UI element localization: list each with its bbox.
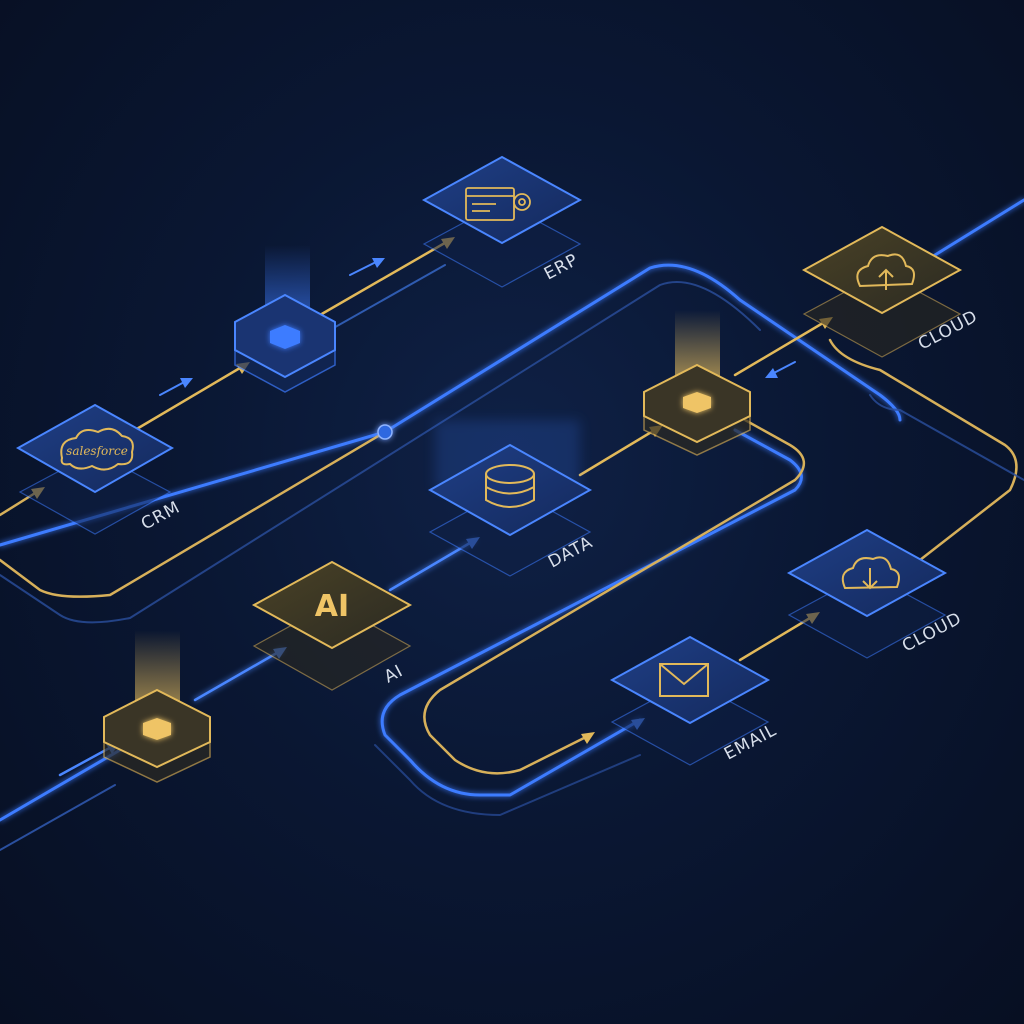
node-data-tile [427, 443, 593, 537]
browser-gear-icon [465, 187, 531, 221]
cloud-download-head [862, 580, 878, 590]
hub-bottom [103, 630, 211, 783]
cloud-upload-icon [856, 253, 915, 290]
node-erp: ERP [421, 155, 583, 288]
node-crm: salesforce CRM [15, 403, 184, 535]
hub-top-core [270, 325, 300, 349]
cloud-download-icon [841, 556, 900, 590]
node-ai-tile [251, 560, 413, 650]
right-dim-loop [869, 394, 1024, 481]
node-cloud2-tile [786, 528, 948, 618]
exit-blue-line [933, 198, 1024, 257]
node-cloud1: CLOUD [801, 225, 981, 358]
cloud-upload-head [878, 268, 894, 278]
right-gold-loop [828, 338, 1018, 562]
node-email: EMAIL [609, 635, 780, 766]
node-cloud1-tile [801, 225, 963, 315]
arrow-head-gold-loop [581, 732, 595, 744]
bottom-gold-loop [423, 418, 805, 775]
cloud-upload-outline [856, 253, 915, 288]
envelope-body [659, 663, 709, 697]
arrow-head-small-top [372, 258, 385, 268]
hub-top [234, 245, 336, 393]
arrow-head-back-cloud [765, 368, 778, 378]
node-ai-label: AI [381, 661, 407, 687]
hub-bottom-core [143, 718, 171, 740]
bottom-dim-loop [374, 744, 641, 816]
database-body [485, 474, 535, 508]
arrow-dim-hub-erp [329, 264, 446, 331]
arrow-head-small-crm [180, 378, 193, 388]
junction-dot [377, 424, 393, 440]
cloud-download-outline [841, 556, 900, 590]
node-ai: AI AI [251, 560, 413, 691]
bottom-blue-loop [380, 428, 803, 797]
brand-logo-icon: salesforce [60, 427, 134, 471]
hub-middle [643, 310, 751, 456]
ai-text-icon: AI [315, 589, 349, 624]
entry-dim-line [0, 784, 116, 851]
brand-logo-text: salesforce [66, 444, 128, 458]
hubs [103, 245, 751, 783]
arrow-hub-ai [193, 648, 284, 702]
long-dim-blue-route [0, 281, 761, 624]
routing-lines [0, 198, 1024, 851]
database-ring [485, 486, 535, 495]
node-cloud1-shadow [802, 271, 962, 358]
brand-logo-cloud [60, 427, 134, 471]
gear-ring [513, 193, 531, 211]
long-gold-route [0, 430, 387, 598]
arrow-crm-hub [133, 363, 247, 432]
node-erp-shadow [422, 201, 582, 288]
arrow-hub-cloud [733, 318, 830, 377]
envelope-icon [659, 663, 709, 697]
node-data: DATA [427, 420, 597, 577]
node-crm-tile [15, 403, 175, 494]
arrow-data-hub [578, 426, 660, 477]
arrow-hub-erp [318, 238, 452, 317]
node-cloud2: CLOUD [786, 528, 965, 659]
database-icon [485, 464, 535, 508]
node-erp-tile [421, 155, 583, 245]
hub-middle-core [683, 392, 711, 413]
envelope-flap [659, 663, 709, 686]
gear-core [518, 198, 526, 206]
entry-blue-line [0, 748, 122, 822]
